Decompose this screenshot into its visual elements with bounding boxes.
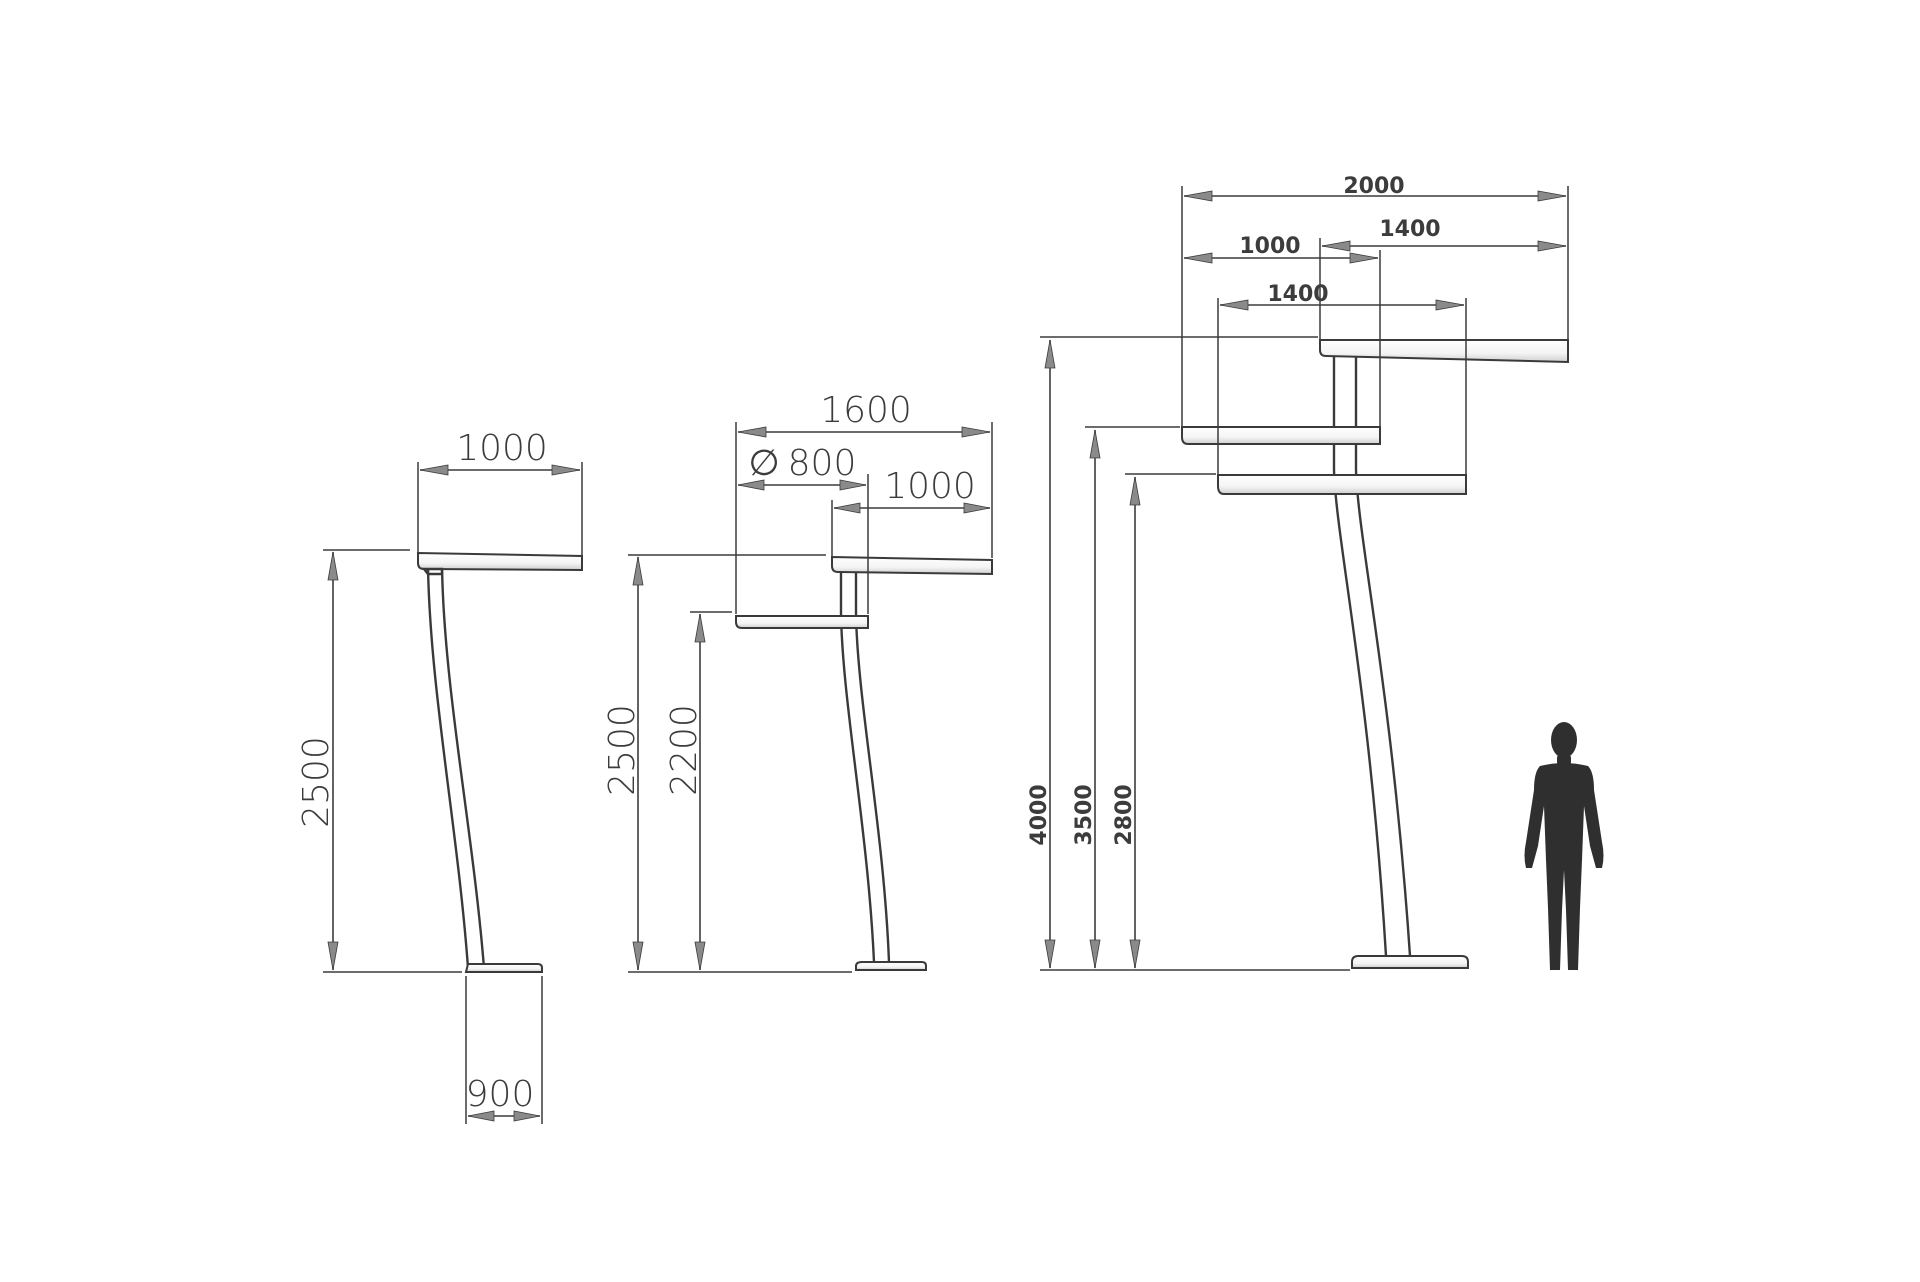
unit-3-lower-bar <box>1217 474 1467 495</box>
unit-3-pole <box>1332 355 1412 957</box>
unit-2-diameter-symbol: ∅ <box>748 443 779 484</box>
unit-2-total-width-label: 1600 <box>820 390 912 431</box>
unit-3-height-mid-label: 3500 <box>1072 784 1097 845</box>
human-scale-figure-icon <box>1524 722 1604 970</box>
unit-3-base <box>1351 955 1469 969</box>
unit-1-drawing: 1000 2500 900 <box>296 428 583 1124</box>
unit-2-pole <box>839 570 891 963</box>
unit-3-drawing: 2000 1400 1000 1400 4000 3500 <box>1027 174 1569 971</box>
unit-2-top-bar <box>831 555 993 576</box>
unit-3-height-top-label: 4000 <box>1027 784 1052 845</box>
unit-1-top-width-label: 1000 <box>456 428 548 469</box>
unit-2-base <box>855 961 927 971</box>
unit-3-height-low-label: 2800 <box>1112 784 1137 845</box>
unit-2-top-width-label: 1000 <box>884 466 976 507</box>
unit-3-lower-width-label: 1400 <box>1267 282 1328 307</box>
unit-1-base <box>464 963 543 973</box>
unit-2-diameter-label: 800 <box>788 443 857 484</box>
unit-2-lower-table <box>735 615 869 629</box>
unit-3-top-bar <box>1319 339 1569 364</box>
unit-1-height-label: 2500 <box>296 736 337 828</box>
unit-1-top-bar <box>417 551 583 572</box>
unit-2-drawing: 1600 ∅ 800 1000 2500 2200 <box>602 390 993 973</box>
unit-2-height-top-label: 2500 <box>602 704 643 796</box>
unit-3-upper-left-label: 1000 <box>1239 234 1300 259</box>
unit-3-total-width-label: 2000 <box>1343 174 1404 199</box>
unit-1-base-width-label: 900 <box>466 1074 535 1115</box>
unit-3-middle-bar <box>1181 426 1381 445</box>
unit-1-pole <box>426 565 486 969</box>
unit-2-height-lower-label: 2200 <box>664 704 705 796</box>
unit-3-upper-right-label: 1400 <box>1379 217 1440 242</box>
